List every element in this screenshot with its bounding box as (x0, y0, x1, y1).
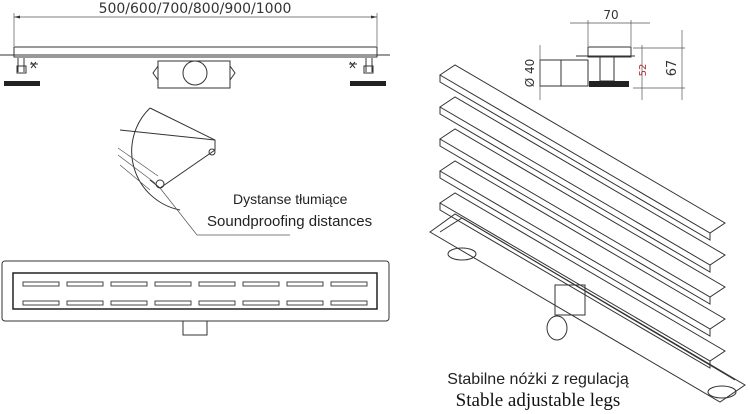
inner-height-label: 52 (638, 64, 649, 77)
grate-slot (330, 281, 368, 287)
wing-nut-icon (349, 61, 357, 69)
grate-slot (286, 281, 324, 287)
callout-label-pl: Dystanse tłumiące (233, 191, 348, 207)
spacer-icon (155, 179, 165, 189)
grate-slot (242, 281, 280, 287)
soundproofing-detail: Dystanse tłumiące Soundproofing distance… (117, 107, 372, 236)
leg-foot (350, 81, 386, 86)
arrow-left-icon (14, 15, 20, 19)
grate-slot (110, 281, 148, 287)
adjustable-leg-left (4, 58, 40, 86)
drain-grate (12, 272, 378, 310)
outlet-diameter-label: Ø 40 (523, 59, 537, 88)
outlet-box-3d (554, 284, 586, 316)
leg-foot (4, 81, 40, 86)
grate-slot (66, 281, 104, 287)
slot-grid (22, 281, 368, 306)
side-view: 500/600/700/800/900/1000 (0, 1, 390, 89)
grate-dots (439, 160, 726, 330)
legs-label-en: Stable adjustable legs (456, 390, 621, 411)
drain-frame (1, 260, 390, 322)
outlet-box (157, 60, 231, 89)
grate-slot (110, 300, 148, 306)
drain-body-3d (429, 213, 746, 403)
grate-slot (198, 281, 236, 287)
wing-nut-icon (30, 61, 38, 69)
outlet-pipe-section (539, 59, 589, 87)
grate-wave (439, 192, 726, 362)
grate-slot (198, 300, 236, 306)
leg-foot-3d (707, 385, 737, 399)
detail-circle-arc (131, 107, 181, 211)
grate-slot (22, 300, 60, 306)
length-dimension-label: 500/600/700/800/900/1000 (99, 1, 292, 17)
callout-leader (159, 187, 198, 236)
outlet-pipe (182, 60, 208, 86)
section-view: 70 52 67 Ø 40 (523, 8, 685, 100)
grate-slot (154, 300, 192, 306)
grate-slot (286, 300, 324, 306)
grate-slot (154, 281, 192, 287)
grate-slot (66, 300, 104, 306)
arrow-right-icon (371, 15, 377, 19)
grate-slot (330, 300, 368, 306)
top-view (1, 260, 390, 336)
grate-slot (22, 281, 60, 287)
grate-slots (439, 128, 726, 298)
total-height-label: 67 (665, 60, 680, 77)
legs-label-pl: Stabilne nóżki z regulacją (447, 371, 629, 388)
exploded-view (439, 64, 726, 369)
leg-foot-3d (447, 247, 477, 261)
leg-section (599, 56, 615, 82)
drain-channel-body (13, 46, 378, 58)
grate-slot (242, 300, 280, 306)
outlet-stub (182, 320, 208, 336)
callout-label-en: Soundproofing distances (207, 213, 372, 230)
grate-frame (439, 64, 726, 234)
leg-foot-section (589, 81, 629, 87)
adjustable-leg-right (349, 58, 386, 86)
width-dimension-label: 70 (603, 8, 618, 22)
grate-greek-key (439, 96, 726, 266)
outlet-pipe-3d (546, 315, 568, 341)
